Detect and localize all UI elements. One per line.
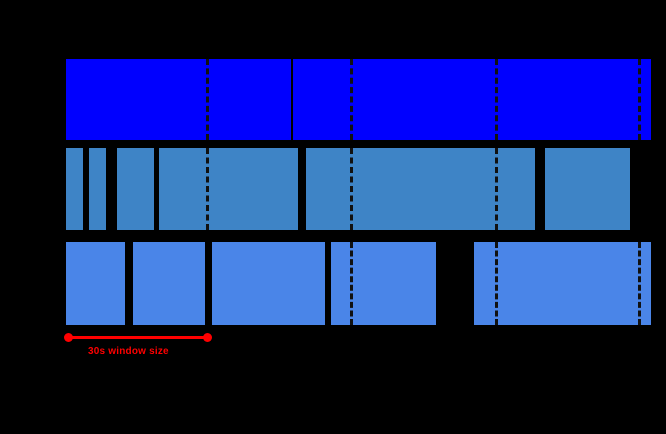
segment-t3-4[interactable] [331,242,436,325]
segment-t2-6[interactable] [545,148,630,230]
window-size-start-dot [64,333,73,342]
segment-t2-4[interactable] [159,148,298,230]
segment-t3-2[interactable] [133,242,205,325]
window-size-label: 30s window size [88,346,169,357]
segment-t3-5[interactable] [474,242,651,325]
track-row-1 [0,59,666,140]
segment-t2-2[interactable] [89,148,106,230]
segment-t2-3[interactable] [117,148,154,230]
track-row-2 [0,148,666,230]
segment-t3-3[interactable] [212,242,325,325]
segment-t1-2[interactable] [293,59,651,140]
window-size-end-dot [203,333,212,342]
window-size-measure-line [68,336,207,339]
track-row-3 [0,242,666,325]
segment-t2-1[interactable] [66,148,83,230]
segment-t1-1[interactable] [66,59,291,140]
segment-t3-1[interactable] [66,242,125,325]
segment-t2-5[interactable] [306,148,535,230]
